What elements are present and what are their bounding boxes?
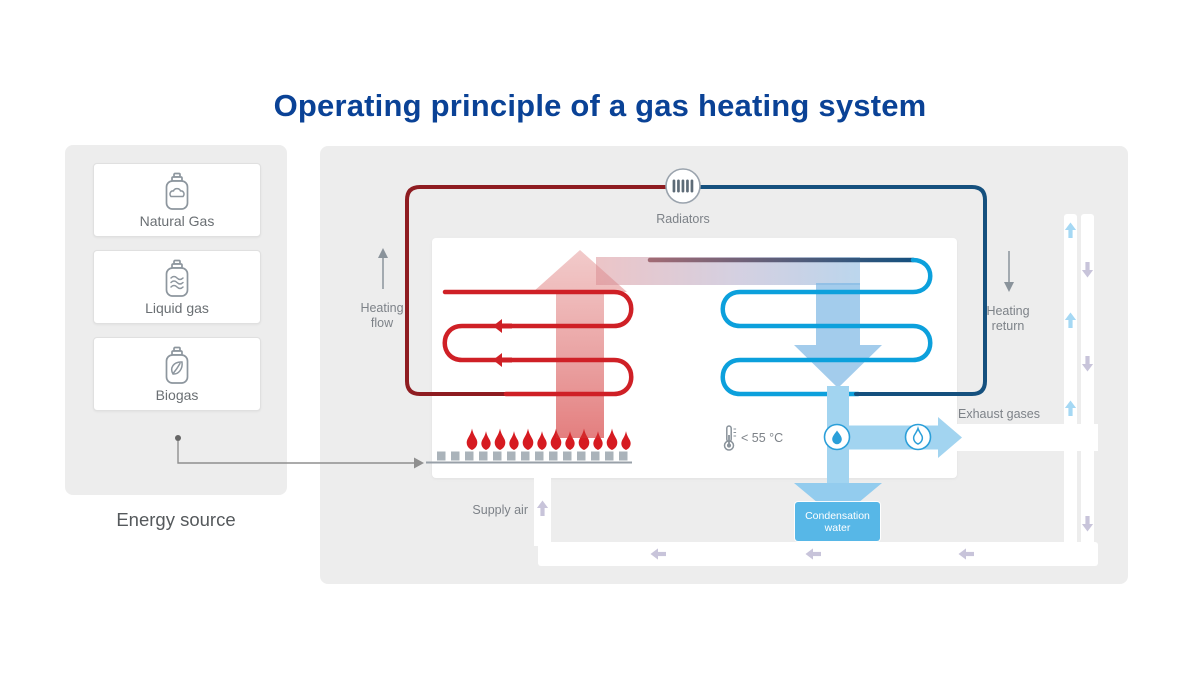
radiators-label: Radiators <box>656 212 710 226</box>
exhaust-flue <box>1064 214 1077 566</box>
energy-source-label: Natural Gas <box>139 212 215 229</box>
energy-source-caption: Energy source <box>116 509 236 530</box>
supply-air-label: Supply air <box>472 503 528 517</box>
temperature-label: < 55 °C <box>741 431 784 445</box>
energy-source-biogas: Biogas <box>93 337 261 411</box>
energy-source-label: Liquid gas <box>145 299 209 316</box>
heating-flow-label: Heating flow <box>360 301 404 330</box>
biogas-icon <box>165 346 189 384</box>
natural-gas-icon <box>165 172 189 210</box>
condensation-water-label: Condensation water <box>805 509 870 534</box>
liquid-gas-icon <box>165 259 189 297</box>
heat-exchanger-chamber <box>432 238 957 478</box>
energy-source-panel: Natural Gas Liquid gas Biogas <box>65 145 287 495</box>
page-title: Operating principle of a gas heating sys… <box>273 88 927 123</box>
condensation-water-box: Condensation water <box>795 502 880 541</box>
energy-source-liquid-gas: Liquid gas <box>93 250 261 324</box>
heating-return-label: Heating return <box>986 304 1030 333</box>
energy-source-label: Biogas <box>155 386 199 403</box>
supply-air-duct <box>534 476 551 546</box>
energy-source-natural-gas: Natural Gas <box>93 163 261 237</box>
exhaust-gases-label: Exhaust gases <box>958 407 1040 421</box>
bottom-air-duct <box>538 542 1098 566</box>
air-intake-flue <box>1081 214 1094 566</box>
